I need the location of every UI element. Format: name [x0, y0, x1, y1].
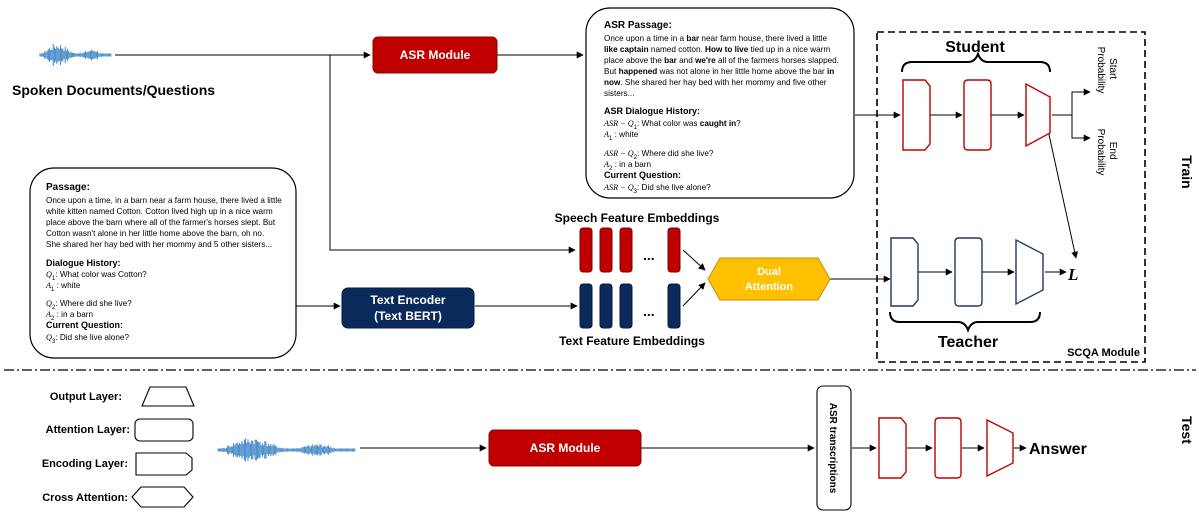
text-embeddings-label: Text Feature Embeddings: [559, 334, 705, 348]
asr-passage-heading: ASR Passage:: [604, 20, 672, 31]
test-model-layers: [878, 417, 1014, 479]
asr-passage-text: Once upon a time in a bar near farm hous…: [604, 34, 839, 98]
asr-question-1: ASR − Q1: What color was caught in?: [603, 119, 741, 131]
teacher-label: Teacher: [938, 334, 998, 351]
teacher-brace: [889, 311, 1041, 333]
student-label: Student: [945, 39, 1005, 56]
answer-2: A2 : in a barn: [45, 310, 93, 322]
student-encoding-layer: [902, 79, 931, 151]
asr-module-box: ASR Module: [372, 36, 498, 74]
text-embedding-bar: [667, 283, 681, 329]
passage-text: Once upon a time, in a barn near a farm …: [45, 196, 282, 249]
svg-text:ASR Module: ASR Module: [530, 441, 601, 455]
train-side-label: Train: [1179, 155, 1195, 188]
legend-output-label: Output Layer:: [50, 391, 122, 403]
connector-lines: [115, 51, 1091, 452]
question-1: Q1: What color was Cotton?: [46, 270, 147, 282]
legend-cross-shape: [131, 486, 194, 508]
asr-answer-2: A2 : in a barn: [603, 160, 651, 172]
legend-cross-label: Cross Attention:: [42, 492, 128, 504]
student-attention-layer: [963, 79, 992, 151]
text-embedding-bar: [599, 283, 613, 329]
loss-label: L: [1067, 265, 1078, 284]
audio-waveform-icon: [39, 43, 112, 67]
scqa-module-frame: [876, 31, 1146, 363]
text-passage-box: Passage: Once upon a time, in a barn nea…: [29, 167, 297, 359]
speech-embeddings-label: Speech Feature Embeddings: [555, 211, 720, 225]
speech-embedding-bar: [599, 227, 613, 273]
asr-passage-box: ASR Passage: Once upon a time in a bar n…: [585, 7, 855, 199]
current-question-heading: Current Question:: [46, 320, 123, 330]
teacher-output-layer: [1015, 238, 1044, 306]
answer-1: A1 : white: [45, 281, 81, 293]
teacher-attention-layer: [954, 237, 983, 307]
question-3: Q3: Did she live alone?: [46, 333, 129, 345]
legend-encoding-shape: [135, 452, 193, 476]
test-side-label: Test: [1179, 416, 1195, 444]
text-embedding-bar: [619, 283, 633, 329]
speech-embedding-ellipsis: ...: [643, 247, 655, 263]
end-probability-label: End Probability: [1095, 129, 1118, 176]
speech-embedding-bar: [619, 227, 633, 273]
start-probability-label: Start Probability: [1095, 47, 1118, 94]
dual-attention-block: Dual Attention: [707, 257, 831, 301]
asr-history-heading: ASR Dialogue History:: [604, 106, 700, 116]
passage-heading: Passage:: [46, 182, 90, 193]
legend-attention-shape: [134, 418, 194, 442]
legend-attention-label: Attention Layer:: [46, 424, 130, 436]
speech-embedding-bar: [579, 227, 593, 273]
asr-transcriptions-box: ASR transcriptions: [816, 385, 852, 511]
teacher-layers: [890, 237, 1044, 307]
svg-text:ASR Module: ASR Module: [400, 48, 471, 62]
asr-current-question-heading: Current Question:: [604, 170, 681, 180]
test-attention-layer: [934, 417, 962, 479]
question-2: Q2: Where did she live?: [46, 299, 132, 311]
svg-text:(Text BERT): (Text BERT): [374, 309, 442, 323]
test-output-layer: [986, 418, 1014, 478]
svg-text:Text Encoder: Text Encoder: [370, 293, 445, 307]
asr-question-3: ASR − Q3: Did she live alone?: [603, 183, 711, 195]
answer-label: Answer: [1029, 441, 1087, 458]
svg-text:Dual: Dual: [757, 266, 781, 278]
speech-embedding-bar: [667, 227, 681, 273]
asr-answer-1: A1 : white: [603, 130, 639, 142]
teacher-encoding-layer: [890, 237, 919, 307]
text-embedding-bar: [579, 283, 593, 329]
text-embedding-ellipsis: ...: [643, 303, 655, 319]
legend: Output Layer: Attention Layer: Encoding …: [42, 386, 195, 508]
test-encoding-layer: [878, 417, 907, 479]
dialogue-history-heading: Dialogue History:: [46, 258, 121, 268]
test-asr-module-box: ASR Module: [488, 429, 642, 467]
svg-text:Attention: Attention: [745, 281, 794, 293]
spoken-documents-label: Spoken Documents/Questions: [12, 82, 215, 98]
text-embedding-bars: [579, 283, 681, 329]
student-output-layer: [1025, 82, 1051, 148]
student-brace: [901, 51, 1051, 73]
legend-output-shape: [141, 386, 195, 407]
svg-text:ASR transcriptions: ASR transcriptions: [827, 403, 838, 494]
speech-embedding-bars: [579, 227, 681, 273]
legend-encoding-label: Encoding Layer:: [42, 458, 128, 470]
text-encoder-box: Text Encoder (Text BERT): [341, 287, 475, 329]
scqa-module-label: SCQA Module: [1067, 347, 1140, 359]
student-layers: [902, 79, 1051, 151]
audio-waveform-icon: [217, 438, 356, 462]
asr-question-2: ASR − Q2: Where did she live?: [603, 149, 714, 161]
